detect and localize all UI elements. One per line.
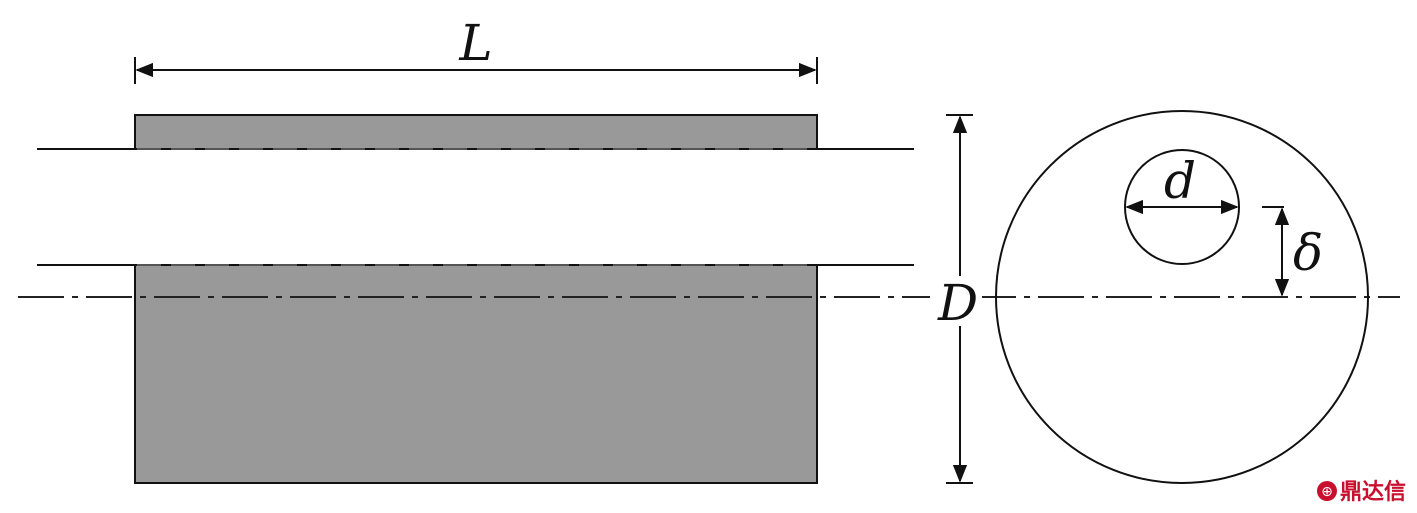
end-view: d δ bbox=[995, 110, 1369, 484]
dim-d-small-label: d bbox=[1164, 152, 1196, 210]
dim-d: D bbox=[930, 114, 982, 484]
side-body-top-band bbox=[134, 114, 818, 150]
side-body-lower-block bbox=[134, 264, 818, 484]
watermark-logo-glyph: ⊕ bbox=[1321, 484, 1333, 500]
dim-l-label: L bbox=[458, 14, 492, 72]
watermark: ⊕ 鼎达信 bbox=[1317, 479, 1406, 505]
side-view: L bbox=[37, 14, 914, 484]
dim-delta-label: δ bbox=[1293, 224, 1323, 282]
dim-d-label: D bbox=[937, 274, 978, 332]
bore-region bbox=[132, 150, 820, 264]
watermark-text: 鼎达信 bbox=[1340, 479, 1406, 505]
watermark-logo-icon bbox=[1317, 481, 1337, 501]
outer-circle bbox=[995, 110, 1369, 484]
